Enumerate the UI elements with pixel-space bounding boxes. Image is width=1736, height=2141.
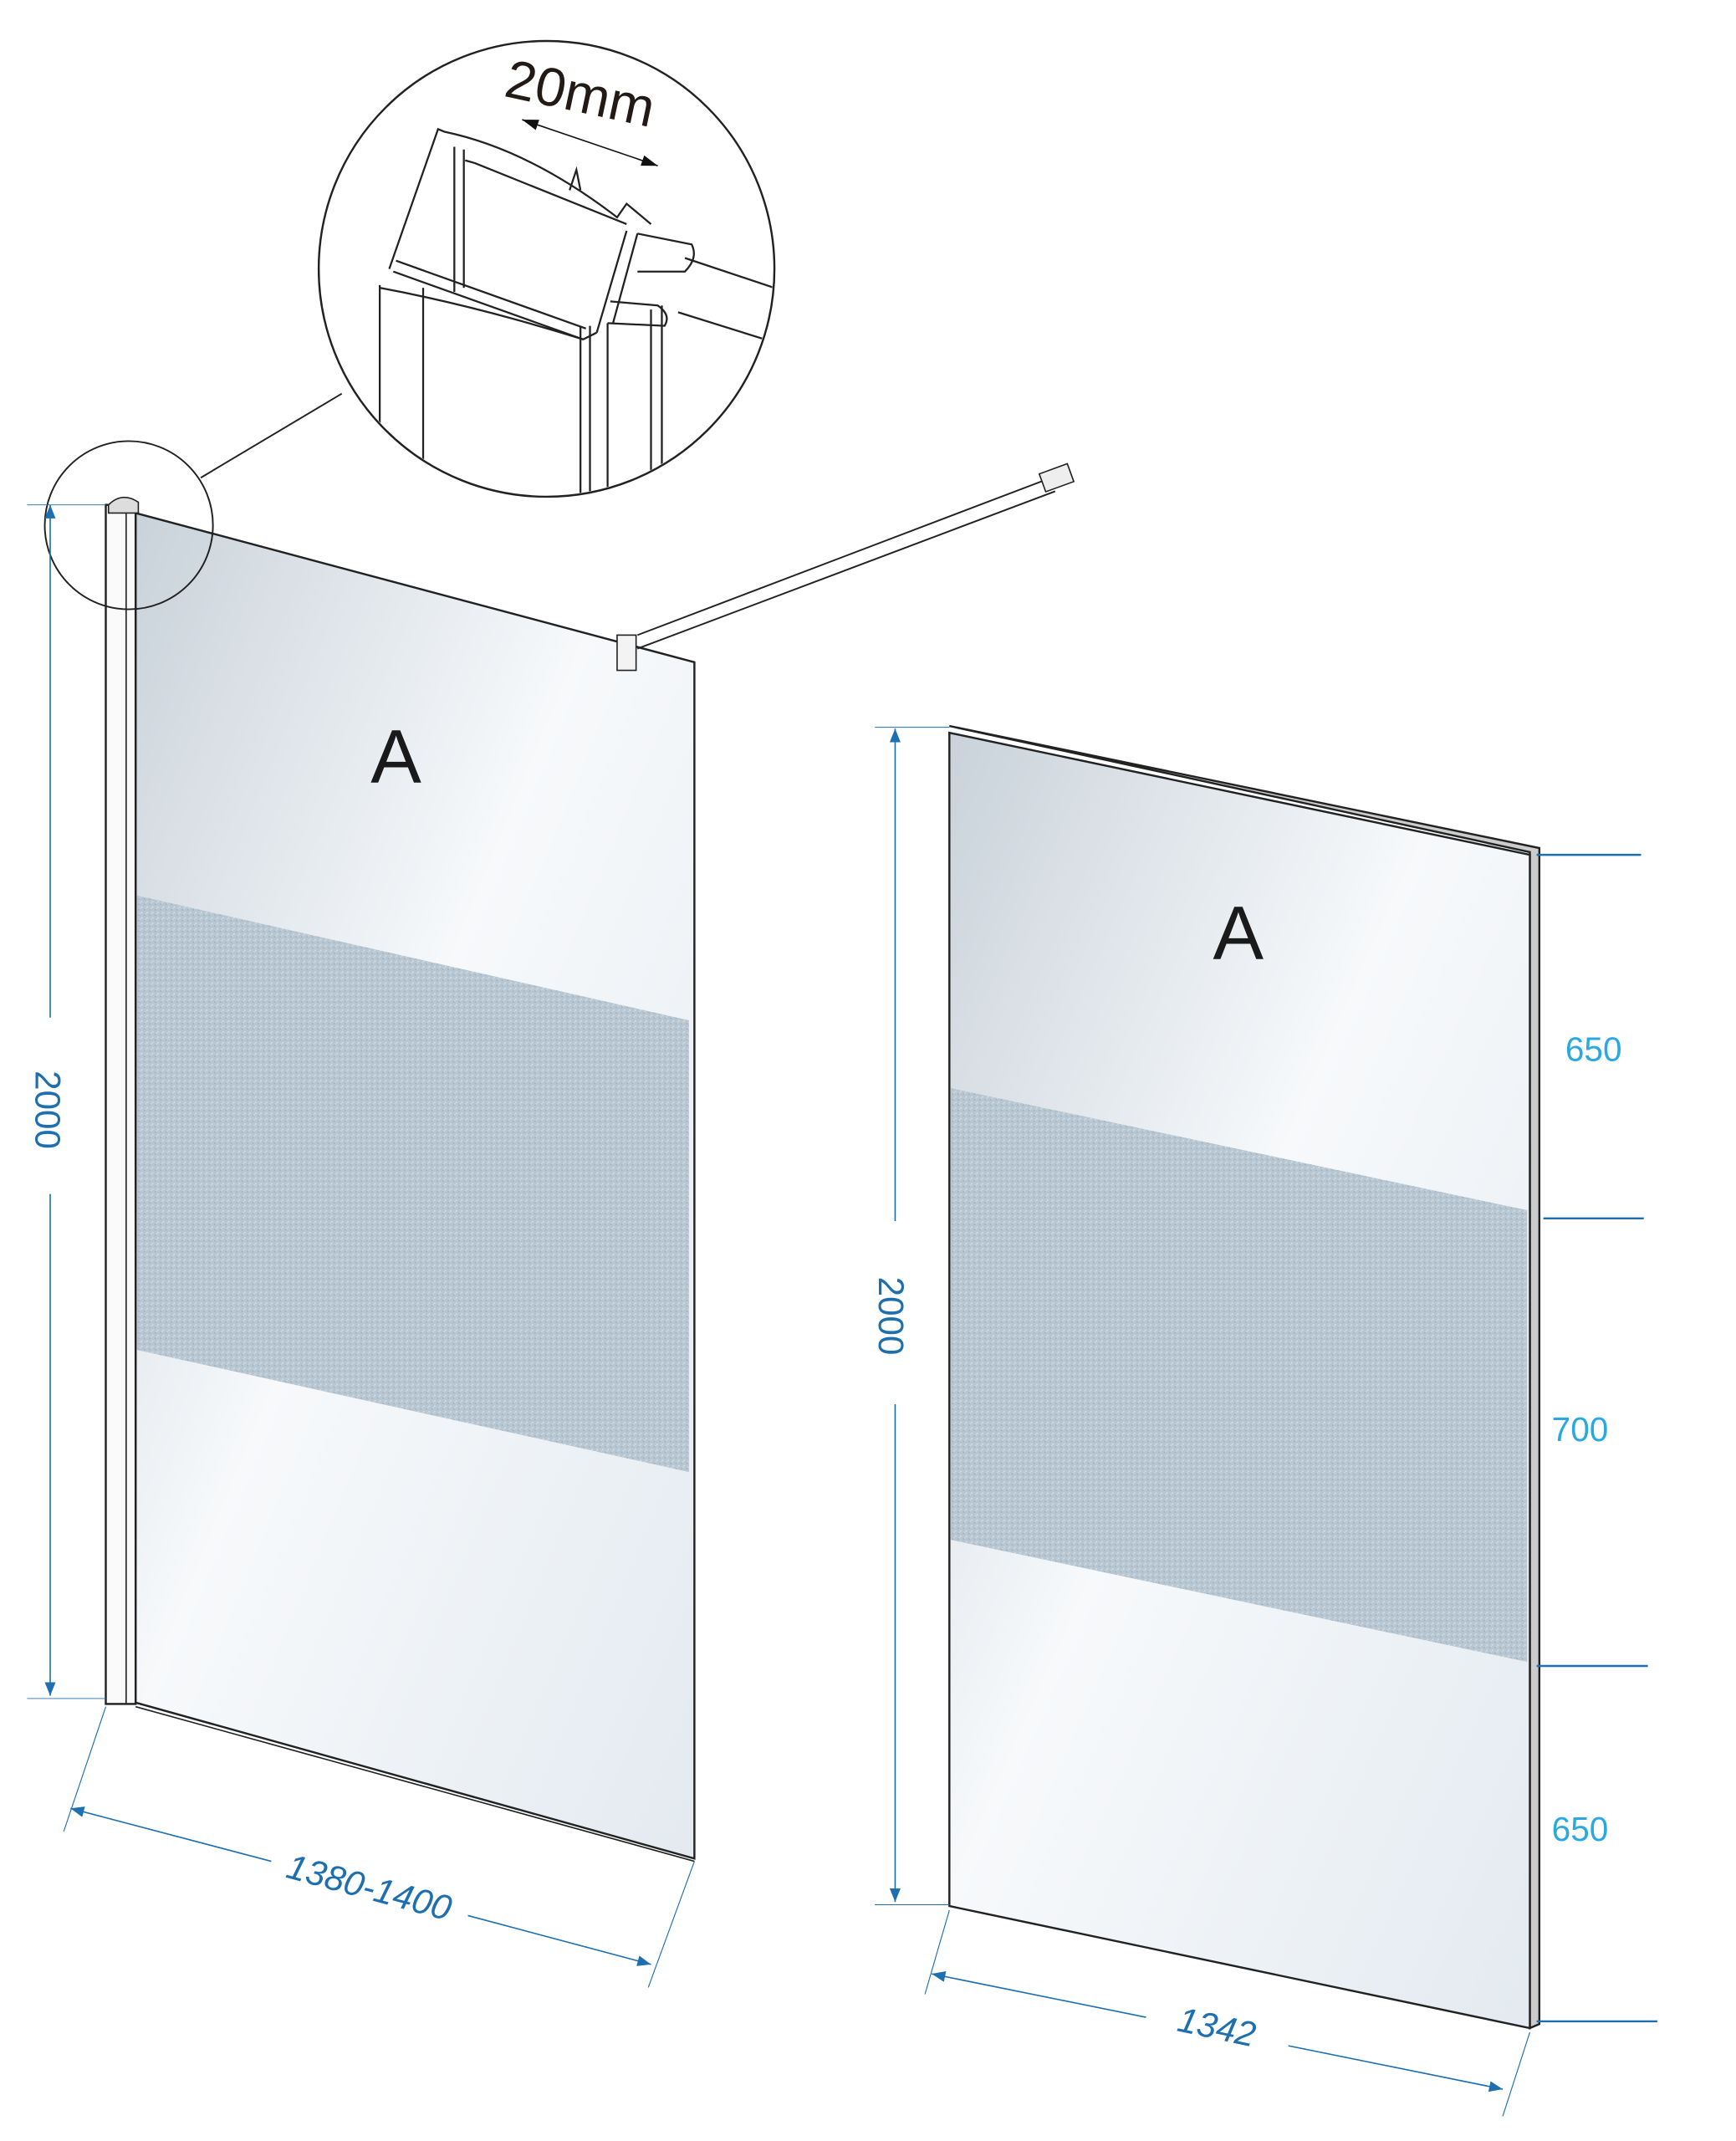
segment-middle-label: 700 — [1552, 1410, 1609, 1449]
right-height-dimension: 2000 — [871, 727, 950, 1905]
right-height-label: 2000 — [871, 1277, 911, 1356]
left-height-dimension: 2000 — [27, 504, 106, 1699]
stabilizer-bar — [616, 462, 1075, 672]
left-height-label: 2000 — [28, 1070, 67, 1149]
wall-profile — [105, 503, 137, 1705]
profile-cap — [107, 496, 140, 514]
left-frosted-band — [136, 895, 689, 1473]
right-width-label: 1342 — [1174, 2000, 1259, 2054]
right-frosted-band — [950, 1088, 1528, 1663]
left-panel: A — [105, 462, 1075, 1863]
left-panel-label: A — [370, 715, 421, 800]
detail-callout: 20mm — [43, 39, 776, 611]
segment-bottom-label: 650 — [1552, 1810, 1609, 1848]
left-width-label: 1380-1400 — [283, 1847, 456, 1929]
right-panel-label: A — [1213, 892, 1264, 976]
segment-top-label: 650 — [1565, 1030, 1622, 1069]
right-panel: A — [948, 724, 1541, 2030]
segment-dimensions: 650 700 650 — [1536, 853, 1657, 2023]
